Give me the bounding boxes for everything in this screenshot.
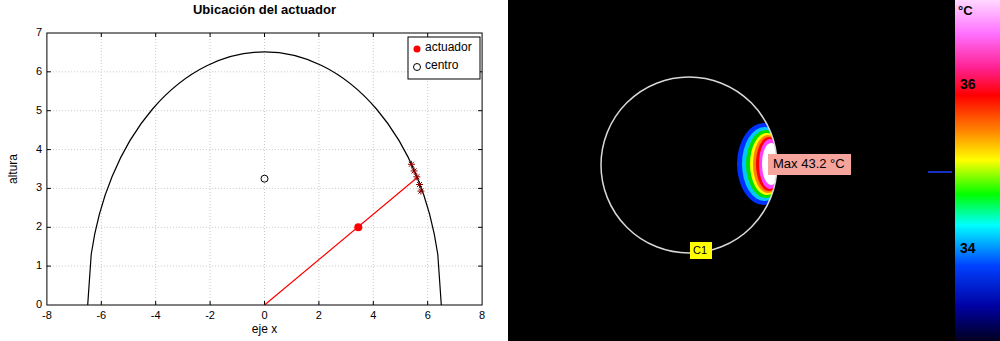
x-tick-label: 0 <box>261 309 267 322</box>
region-circle <box>601 77 777 253</box>
actuator-ray <box>265 177 419 305</box>
y-tick-label: 4 <box>36 143 42 156</box>
y-tick-label: 1 <box>36 259 42 272</box>
axis-ticks <box>47 33 482 305</box>
max-temperature-label-text: Max 43.2 °C <box>773 157 846 172</box>
center-marker <box>261 175 268 182</box>
y-tick-label: 5 <box>36 104 42 117</box>
x-tick-label: 2 <box>316 309 322 322</box>
y-tick-label: 3 <box>36 181 42 194</box>
x-tick-label: -4 <box>151 309 161 322</box>
y-axis-title: altura <box>7 154 21 184</box>
x-tick-label: -2 <box>205 309 215 322</box>
boundary-star-markers <box>408 161 425 195</box>
x-tick-label: 8 <box>479 309 485 322</box>
x-tick-label: 6 <box>425 309 431 322</box>
legend-actuator-marker <box>414 46 421 53</box>
legend-entry: actuador <box>425 41 472 55</box>
legend-entry: centro <box>425 59 458 73</box>
unit-label: °C <box>958 4 973 19</box>
legend-center-marker <box>414 64 421 71</box>
thermal-image <box>508 0 955 341</box>
color-scale-bar <box>955 0 1000 341</box>
actuator-marker <box>354 223 362 231</box>
region-label: C1 <box>690 242 712 259</box>
x-tick-label: -8 <box>42 309 52 322</box>
y-tick-label: 6 <box>36 65 42 78</box>
plot-area <box>47 33 482 305</box>
axes-box <box>47 33 482 305</box>
y-tick-label: 2 <box>36 220 42 233</box>
y-tick-label: 0 <box>36 298 42 311</box>
max-temperature-label: Max 43.2 °C <box>768 154 851 175</box>
scale-value: 36 <box>960 76 976 92</box>
plot-title: Ubicación del actuador <box>193 3 336 18</box>
x-tick-label: 4 <box>370 309 376 322</box>
grid-lines <box>47 33 482 305</box>
region-label-text: C1 <box>693 244 709 257</box>
scale-value: 34 <box>960 240 976 256</box>
y-tick-label: 7 <box>36 26 42 39</box>
x-tick-label: -6 <box>96 309 106 322</box>
legend-box <box>408 37 480 79</box>
x-axis-title: eje x <box>252 323 277 337</box>
boundary-curve <box>88 52 442 305</box>
scale-marker <box>928 171 952 173</box>
